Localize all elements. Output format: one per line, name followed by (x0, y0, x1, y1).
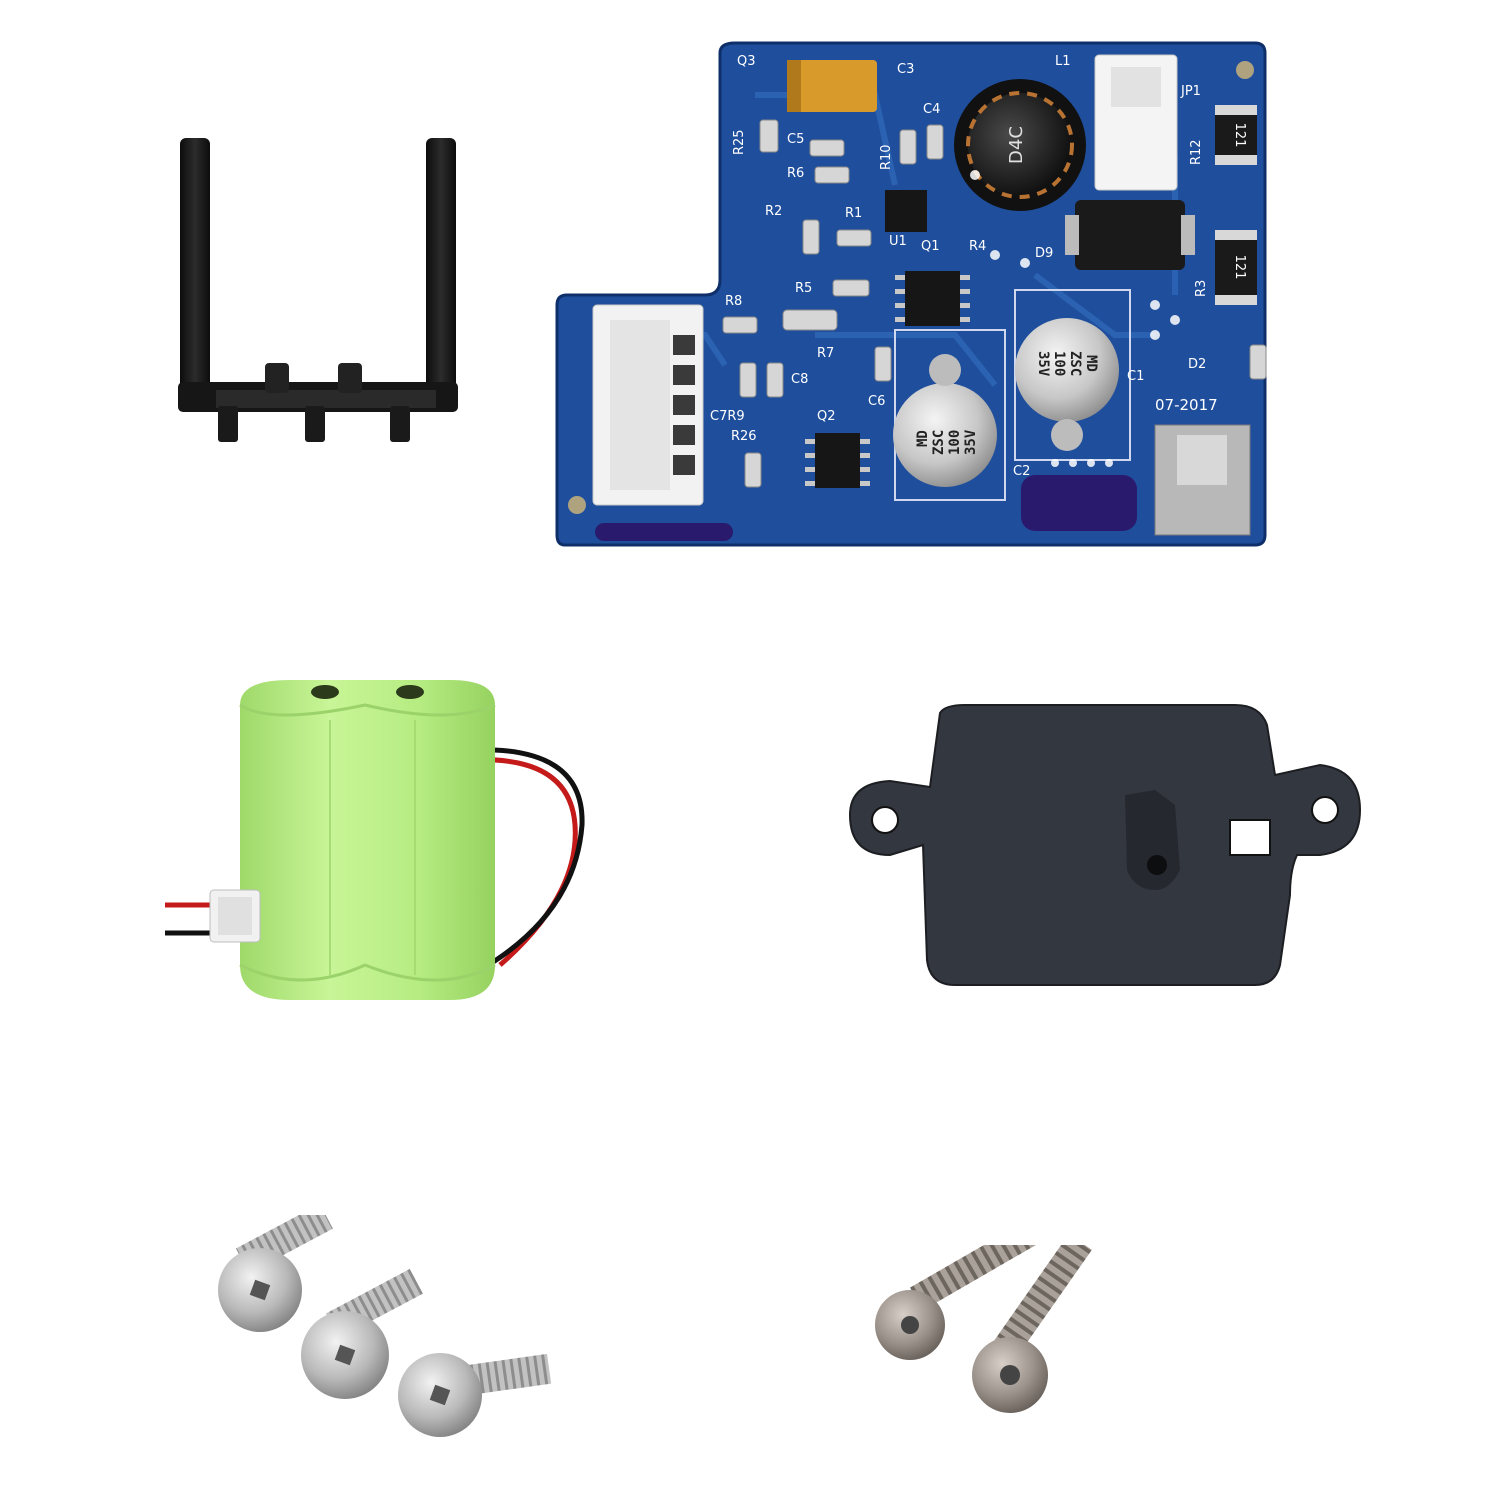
inductor-marking: D4C (1006, 126, 1027, 164)
label-c8: C8 (791, 372, 808, 387)
cap1-marking-1: MD (1083, 355, 1099, 372)
resistor-code-r3: 121 (1232, 255, 1247, 280)
cap1-marking-3: 100 (1051, 351, 1067, 376)
label-q2: Q2 (817, 409, 836, 424)
screw-4 (875, 1245, 1045, 1360)
label-c3: C3 (897, 62, 914, 77)
label-r4: R4 (969, 239, 986, 254)
label-c2: C2 (1013, 464, 1030, 479)
label-r1: R1 (845, 206, 862, 221)
label-u1: U1 (889, 234, 907, 249)
label-r12: R12 (1189, 139, 1204, 165)
label-r7: R7 (817, 346, 834, 361)
label-r6: R6 (787, 166, 804, 181)
cap1-marking-2: ZSC (1067, 351, 1083, 376)
label-c5: C5 (787, 132, 804, 147)
cap2-marking-3: 100 (947, 430, 963, 455)
label-l1: L1 (1055, 54, 1071, 69)
label-r25: R25 (732, 129, 747, 155)
machine-screws (218, 1215, 552, 1437)
label-c7r9: C7R9 (710, 409, 745, 424)
label-r3: R3 (1194, 280, 1209, 297)
label-r10: R10 (879, 144, 894, 170)
label-q3: Q3 (737, 54, 756, 69)
u-bracket (178, 138, 458, 442)
cap2-marking-1: MD (915, 430, 931, 447)
screw-5 (972, 1245, 1092, 1413)
label-r26: R26 (731, 429, 757, 444)
screw-2 (301, 1268, 423, 1399)
label-d9: D9 (1035, 246, 1053, 261)
circuit-board: D4C 121 121 (555, 41, 1267, 547)
screw-1 (218, 1215, 333, 1332)
label-d2: D2 (1188, 357, 1206, 372)
cap2-marking-2: ZSC (931, 430, 947, 455)
screw-3 (398, 1353, 552, 1437)
label-date: 07-2017 (1155, 396, 1218, 414)
cover-plate (848, 704, 1362, 986)
label-q1: Q1 (921, 239, 940, 254)
label-r8: R8 (725, 294, 742, 309)
label-c4: C4 (923, 102, 940, 117)
cap2-marking-4: 35V (963, 429, 979, 455)
battery-pack (165, 680, 585, 1000)
label-jp1: JP1 (1180, 84, 1201, 99)
label-c6: C6 (868, 394, 885, 409)
cap1-marking-4: 35V (1035, 351, 1051, 377)
resistor-code-r12: 121 (1232, 123, 1247, 148)
self-tapping-screws (875, 1245, 1092, 1413)
label-c1: C1 (1127, 369, 1144, 384)
label-r5: R5 (795, 281, 812, 296)
label-r2: R2 (765, 204, 782, 219)
